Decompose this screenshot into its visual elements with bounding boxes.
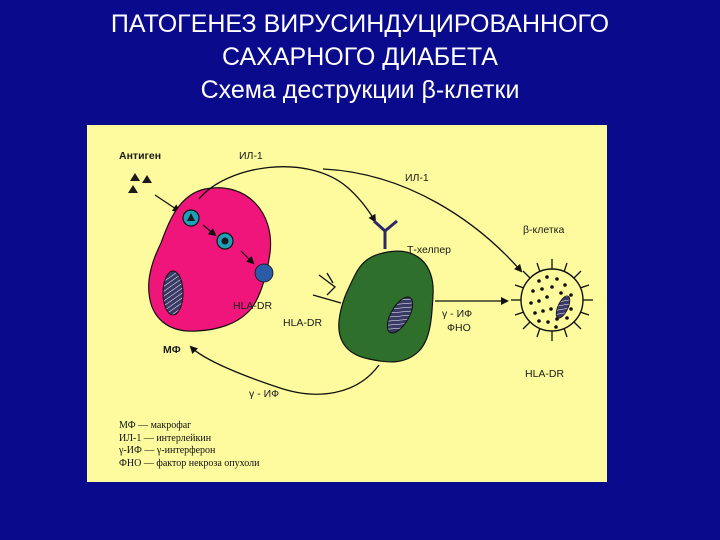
label-gamma-if-right: γ - ИФ xyxy=(442,308,472,320)
legend-item: γ-ИФ — γ-интерферон xyxy=(119,445,216,456)
hla-dr-receptor-dot xyxy=(254,263,274,283)
beta-cell xyxy=(511,259,593,341)
label-hla-dr-thelper: HLA-DR xyxy=(283,317,323,329)
label-antigen: Антиген xyxy=(119,150,161,162)
thelper-receptor xyxy=(372,219,398,249)
antigen-triangles xyxy=(128,173,152,193)
il1-arrow-to-betacell xyxy=(322,168,523,273)
label-t-helper: Т-хелпер xyxy=(407,244,451,256)
antigen-arrow xyxy=(154,194,181,213)
legend-item: ФНО — фактор некроза опухоли xyxy=(119,457,260,469)
label-gamma-if-bottom: γ - ИФ xyxy=(249,388,279,400)
legend-item: ИЛ-1 — интерлейкин xyxy=(119,432,212,444)
legend-item: МФ — макрофаг xyxy=(119,420,192,431)
label-il1-top: ИЛ-1 xyxy=(239,150,263,162)
macrophage-nucleus xyxy=(162,270,184,316)
title-line-3: Схема деструкции β-клетки xyxy=(200,76,520,104)
gamma-if-arrow-to-macrophage xyxy=(189,345,380,395)
label-il1-right: ИЛ-1 xyxy=(405,172,429,184)
label-beta-cell: β-клетка xyxy=(523,224,564,236)
antigen-in-macrophage-1 xyxy=(182,209,200,227)
antigen-in-macrophage-2 xyxy=(216,232,234,250)
slide-title: ПАТОГЕНЕЗ ВИРУСИНДУЦИРОВАННОГО САХАРНОГО… xyxy=(0,8,720,107)
il1-arrow-to-thelper xyxy=(198,166,377,223)
label-hla-dr-beta: HLA-DR xyxy=(525,368,565,380)
legend: МФ — макрофаг ИЛ-1 — интерлейкин γ-ИФ — … xyxy=(119,420,259,470)
title-line-2: САХАРНОГО ДИАБЕТА xyxy=(221,43,498,71)
label-hla-dr-macrophage: HLA-DR xyxy=(233,300,273,312)
thelper-hla-receptors xyxy=(312,272,342,304)
title-line-1: ПАТОГЕНЕЗ ВИРУСИНДУЦИРОВАННОГО xyxy=(110,10,610,38)
thelper-nucleus xyxy=(386,296,414,334)
pathogenesis-diagram: Антиген ИЛ-1 ИЛ-1 β-клетка Т-хелпер HLA-… xyxy=(119,150,593,400)
label-fno: ФНО xyxy=(447,322,471,334)
label-mf: МФ xyxy=(163,344,181,356)
diagram-panel: Антиген ИЛ-1 ИЛ-1 β-клетка Т-хелпер HLA-… xyxy=(87,125,607,482)
thelper-cell xyxy=(338,250,434,363)
